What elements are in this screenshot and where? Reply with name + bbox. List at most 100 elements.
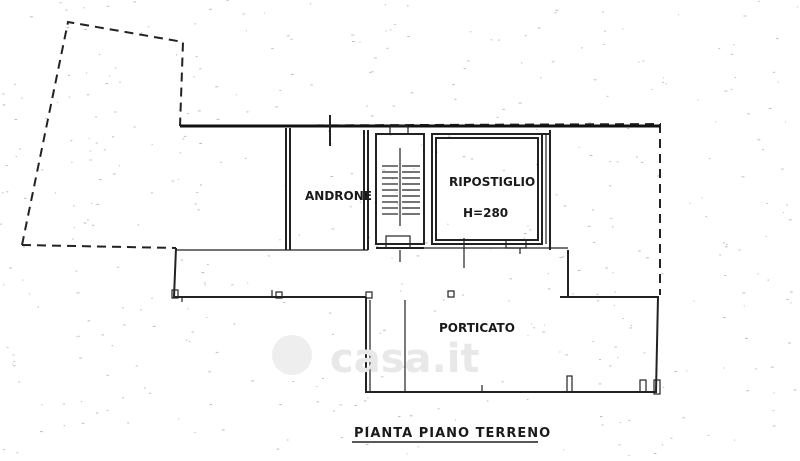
noise-speck [216,118,220,120]
noise-speck [150,192,153,194]
noise-speck [12,354,15,356]
noise-speck [536,128,538,130]
noise-speck [602,11,604,13]
noise-speck [724,246,728,248]
noise-speck [593,242,596,243]
noise-speck [111,136,115,138]
noise-speck [591,209,594,211]
noise-speck [316,386,318,387]
noise-speck [413,168,415,170]
noise-speck [73,227,75,229]
noise-speck [194,203,197,205]
noise-speck [559,351,561,353]
noise-speck [374,432,378,434]
noise-speck [533,327,536,329]
noise-speck [463,68,466,69]
noise-speck [72,238,74,240]
noise-speck [398,416,401,417]
noise-speck [563,205,566,207]
noise-speck [103,149,106,151]
noise-speck [385,30,387,32]
building-walls [172,124,660,393]
noise-speck [743,15,747,17]
noise-speck [235,94,237,96]
noise-speck [578,146,580,148]
noise-speck [543,324,545,326]
noise-speck [410,92,414,94]
noise-speck [220,161,222,163]
room-label-porticato: PORTICATO [439,321,515,335]
noise-speck [733,44,735,46]
noise-speck [598,383,602,385]
noise-speck [622,28,624,30]
noise-speck [147,26,150,28]
noise-speck [5,165,8,167]
noise-speck [221,429,225,431]
noise-speck [245,30,247,32]
noise-speck [193,76,195,78]
noise-speck [790,302,792,304]
noise-speck [112,173,116,175]
noise-speck [329,312,332,314]
noise-speck [22,279,24,281]
noise-speck [542,331,546,333]
noise-speck [425,242,428,244]
room-label-androne: ANDRONE [305,189,372,203]
noise-speck [719,254,722,256]
noise-speck [203,282,206,284]
noise-speck [141,32,143,34]
noise-speck [70,140,73,142]
noise-speck [526,399,529,401]
noise-speck [373,435,376,437]
noise-speck [367,397,369,399]
noise-speck [92,224,95,226]
noise-speck [392,105,395,107]
noise-speck [171,180,175,182]
noise-speck [498,39,500,41]
noise-speck [678,14,680,16]
noise-speck [581,47,583,49]
noise-speck [87,320,91,322]
noise-speck [6,347,9,349]
noise-speck [96,412,99,414]
noise-speck [316,401,319,403]
noise-speck [502,108,505,110]
columns-and-ticks [171,115,661,395]
noise-speck [140,309,142,311]
noise-speck [730,88,733,90]
noise-speck [617,356,619,358]
noise-speck [123,324,126,326]
noise-speck [613,304,615,306]
noise-speck [661,444,664,446]
noise-speck [188,341,191,343]
noise-speck [1,192,4,194]
noise-speck [437,408,440,410]
noise-speck [508,300,510,302]
noise-speck [592,341,594,342]
noise-speck [786,204,788,206]
noise-speck [551,61,555,63]
noise-speck [689,202,691,204]
noise-speck [114,67,117,69]
noise-speck [417,446,420,448]
noise-speck [705,216,707,218]
noise-speck [309,3,312,5]
noise-speck [715,121,717,123]
noise-speck [191,331,194,333]
noise-speck [657,175,660,177]
noise-speck [187,308,189,310]
noise-speck [40,431,43,433]
noise-speck [62,403,65,405]
noise-speck [401,283,403,285]
noise-speck [726,243,728,245]
noise-speck [697,99,699,101]
noise-speck [3,449,6,451]
noise-speck [448,135,451,137]
noise-speck [66,26,70,28]
noise-speck [638,250,641,252]
noise-speck [310,84,313,86]
noise-speck [554,12,557,14]
noise-speck [18,381,21,383]
noise-speck [16,452,19,454]
